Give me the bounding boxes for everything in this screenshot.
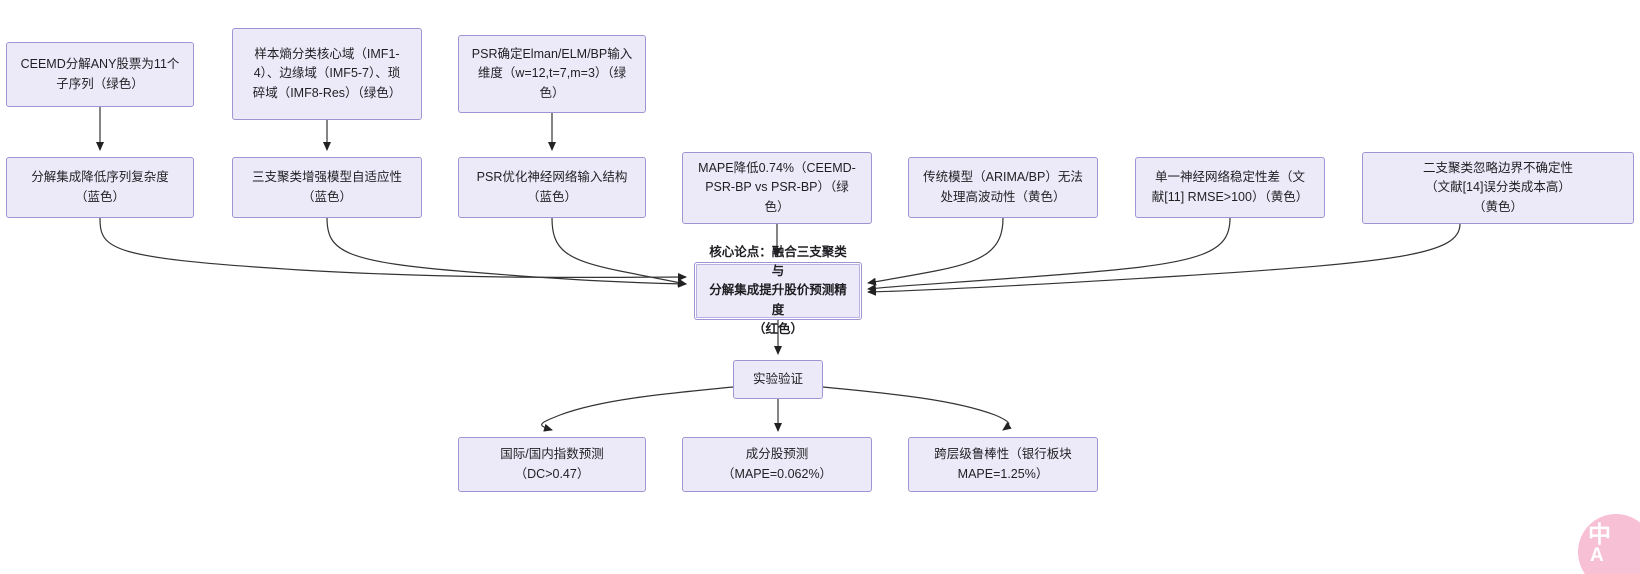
node-experiment-validation[interactable]: 实验验证: [733, 360, 823, 399]
edge-n8-core: [867, 217, 1004, 286]
edge-n10-core: [867, 223, 1461, 296]
edge-val-r3: [822, 386, 1012, 431]
node-label: 国际/国内指数预测 （DC>0.47）: [500, 447, 604, 481]
node-result-constituent-stock[interactable]: 成分股预测 （MAPE=0.062%）: [682, 437, 872, 492]
node-label: 三支聚类增强模型自适应性 （蓝色）: [251, 170, 402, 204]
node-result-index-forecast[interactable]: 国际/国内指数预测 （DC>0.47）: [458, 437, 646, 492]
node-label: 二支聚类忽略边界不确定性 （文献[14]误分类成本高） （黄色）: [1422, 160, 1573, 214]
edge-n5-core: [326, 217, 687, 288]
watermark-glyph: 中: [1588, 521, 1612, 547]
node-two-way-clustering-boundary[interactable]: 二支聚类忽略边界不确定性 （文献[14]误分类成本高） （黄色）: [1362, 152, 1634, 224]
node-psr-optimizes-network-input[interactable]: PSR优化神经网络输入结构 （蓝色）: [458, 157, 646, 218]
node-label: 样本熵分类核心域（IMF1- 4）、边缘域（IMF5-7）、琐 碎域（IMF8-…: [252, 46, 402, 100]
node-label: 实验验证: [752, 371, 803, 386]
node-ceemd-decompose[interactable]: CEEMD分解ANY股票为11个 子序列（绿色）: [6, 42, 194, 107]
watermark-sub: A: [1590, 545, 1606, 566]
watermark-badge: 中 A: [1578, 514, 1640, 574]
node-core-claim[interactable]: 核心论点：融合三支聚类与 分解集成提升股价预测精度 （红色）: [694, 245, 862, 336]
node-mape-reduction[interactable]: MAPE降低0.74%（CEEMD- PSR-BP vs PSR-BP）（绿 色…: [682, 152, 872, 224]
node-sample-entropy-classify[interactable]: 样本熵分类核心域（IMF1- 4）、边缘域（IMF5-7）、琐 碎域（IMF8-…: [232, 28, 422, 120]
edge-val-r1: [541, 386, 734, 432]
node-label: PSR确定Elman/ELM/BP输入 维度（w=12,t=7,m=3）（绿 色…: [471, 46, 633, 100]
node-traditional-model-limitation[interactable]: 传统模型（ARIMA/BP）无法 处理高波动性（黄色）: [908, 157, 1098, 218]
node-label: 单一神经网络稳定性差（文 献[11] RMSE>100）（黄色）: [1151, 170, 1309, 204]
node-label: 跨层级鲁棒性（银行板块 MAPE=1.25%）: [934, 447, 1072, 481]
node-label: 传统模型（ARIMA/BP）无法 处理高波动性（黄色）: [923, 170, 1083, 204]
edge-n9-core: [867, 217, 1231, 293]
edge-n4-core: [99, 217, 687, 282]
node-label: 分解集成降低序列复杂度 （蓝色）: [31, 170, 169, 204]
node-label: CEEMD分解ANY股票为11个 子序列（绿色）: [20, 57, 180, 91]
node-single-network-instability[interactable]: 单一神经网络稳定性差（文 献[11] RMSE>100）（黄色）: [1135, 157, 1325, 218]
edge-n6-core: [551, 217, 687, 287]
node-label: MAPE降低0.74%（CEEMD- PSR-BP vs PSR-BP）（绿 色…: [698, 160, 856, 214]
node-result-cross-level-robustness[interactable]: 跨层级鲁棒性（银行板块 MAPE=1.25%）: [908, 437, 1098, 492]
node-psr-input-dimension[interactable]: PSR确定Elman/ELM/BP输入 维度（w=12,t=7,m=3）（绿 色…: [458, 35, 646, 113]
node-decomposition-reduces-complexity[interactable]: 分解集成降低序列复杂度 （蓝色）: [6, 157, 194, 218]
node-label: PSR优化神经网络输入结构 （蓝色）: [476, 170, 628, 204]
node-three-way-clustering-adaptive[interactable]: 三支聚类增强模型自适应性 （蓝色）: [232, 157, 422, 218]
node-label: 成分股预测 （MAPE=0.062%）: [721, 447, 833, 481]
node-label: 核心论点：融合三支聚类与 分解集成提升股价预测精度 （红色）: [709, 244, 847, 337]
